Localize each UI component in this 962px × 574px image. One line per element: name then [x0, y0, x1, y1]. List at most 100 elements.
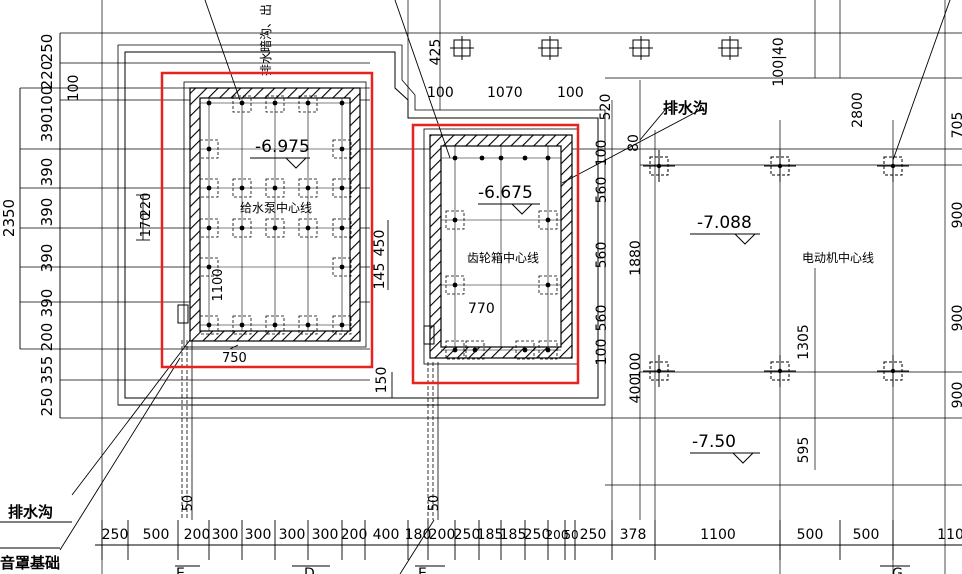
left-dim-2350: 2350: [0, 199, 18, 237]
bdim-7: 200: [341, 527, 368, 543]
bdim-15: 200: [546, 528, 569, 542]
far-right-dim-900-b: 900: [950, 305, 962, 332]
right-pit-elevation: -6.675: [478, 183, 533, 203]
bdim-21: 500: [853, 527, 880, 543]
top-dim-texts: 425 100 100 1070 100 100|40 80 2800: [66, 37, 866, 152]
axis-letter-e-left: E: [176, 566, 185, 574]
left-bottom-labels: 排水沟 音罩基础 50 50: [0, 495, 442, 572]
left-dim-145: 145: [372, 263, 388, 290]
top-dim-425: 425: [428, 39, 444, 66]
highlight-left-pit: [160, 71, 374, 369]
top-dim-100-b: 100: [557, 85, 584, 101]
top-dim-1070: 1070: [487, 85, 523, 101]
right-dim-1305: 1305: [796, 324, 812, 360]
left-dimension-chain: [19, 33, 393, 418]
bdim-6: 300: [312, 527, 339, 543]
left-pit-small-rect: [177, 304, 189, 324]
right-pit-texts: -6.675 齿轮箱中心线 770 排水沟: [467, 99, 708, 317]
top-dim-100-left: 100: [66, 75, 82, 102]
bdim-18: 378: [620, 527, 647, 543]
left-dim-250-top: 250: [38, 34, 56, 63]
bdim-16: 50: [563, 528, 578, 542]
bdim-19: 1100: [700, 527, 736, 543]
right-pit-dashed-boxes: [445, 210, 558, 360]
motor-anchor-dots: [656, 163, 896, 374]
axis-letter-g: G: [892, 566, 903, 574]
top-dim-2800: 2800: [850, 92, 866, 128]
bdim-10: 200: [429, 527, 456, 543]
right-dim-595: 595: [796, 437, 812, 464]
right-pit-anchor-dots: [452, 155, 551, 353]
rp-dim-560-c: 560: [594, 305, 610, 332]
bottom-dimension-line: [95, 520, 962, 560]
right-pit-small-rect: [423, 325, 435, 345]
rp-dim-100-right: 100: [628, 353, 644, 380]
cut-top-label: 排水暗沟、出: [258, 4, 273, 76]
bdim-12: 185: [477, 527, 504, 543]
far-right-dim-705: 705: [950, 112, 962, 139]
bdim-0: 250: [102, 527, 129, 543]
bdim-22: 1100: [937, 527, 962, 543]
bdim-13: 185: [500, 527, 527, 543]
left-pit-dim-1100: 1100: [211, 268, 226, 301]
left-dim-390-b: 390: [38, 158, 56, 187]
left-pit-dim-750: 750: [222, 351, 247, 366]
motor-centerline-label: 电动机中心线: [802, 250, 874, 265]
bdim-11: 250: [454, 527, 481, 543]
bottom-dim-50-right: 50: [427, 495, 442, 512]
bdim-9: 180: [405, 527, 432, 543]
rp-dim-400: 400: [628, 377, 644, 404]
top-dim-100-40: 100|40: [771, 37, 787, 86]
right-pit-centerline-label: 齿轮箱中心线: [467, 250, 539, 265]
floor-elevation-a: -7.088: [697, 213, 752, 233]
left-dim-150: 150: [374, 367, 390, 394]
bdim-8: 400: [373, 527, 400, 543]
left-dim-170: 170: [139, 213, 154, 238]
far-right-dim-900-a: 900: [950, 202, 962, 229]
axis-letter-texts: E D E G: [176, 566, 903, 574]
left-dim-texts: 250 220 100 390 390 390 390 390 200 355 …: [0, 34, 154, 417]
left-dim-250-bottom: 250: [38, 388, 56, 417]
bdim-1: 500: [143, 527, 170, 543]
right-pit-inner-grid: [441, 146, 561, 351]
cover-foundation-label: 音罩基础: [0, 554, 60, 572]
axis-letter-e-right: E: [418, 566, 427, 574]
left-pit-texts: -6.975 给水泵中心线 1100 750 450 145 150 排水暗沟、…: [211, 4, 390, 393]
bottom-dim-50-left: 50: [181, 495, 196, 512]
drain-ditch-label-bottom: 排水沟: [8, 503, 53, 521]
left-dim-390-c: 390: [38, 198, 56, 227]
bdim-14: 250: [524, 527, 551, 543]
left-dim-450: 450: [372, 230, 388, 257]
bdim-2: 200: [184, 527, 211, 543]
left-dim-100: 100: [38, 86, 56, 115]
rp-dim-560-a: 560: [594, 177, 610, 204]
rp-dim-520: 520: [598, 94, 614, 121]
left-pit-elevation: -6.975: [255, 137, 310, 157]
left-dim-220-inner: 220: [139, 193, 154, 218]
bdim-3: 300: [212, 527, 239, 543]
right-pit-dim-770: 770: [468, 301, 495, 317]
right-area-texts: -7.088 -7.50 电动机中心线 1305 595 705 900 900…: [692, 112, 962, 464]
left-dim-355: 355: [38, 356, 56, 385]
floor-elevation-b: -7.50: [692, 432, 736, 452]
drain-pipes: [181, 340, 439, 520]
left-dim-220: 220: [38, 61, 56, 90]
axis-letter-d: D: [304, 566, 315, 574]
left-dim-390-e: 390: [38, 289, 56, 318]
left-pit-anchor-dots: [206, 100, 345, 328]
rp-dim-100-bottom: 100: [594, 339, 610, 366]
rp-dim-1880: 1880: [628, 240, 644, 276]
left-dim-390-a: 390: [38, 114, 56, 143]
far-right-dim-900-c: 900: [950, 382, 962, 409]
bdim-17: 250: [580, 527, 607, 543]
bdim-5: 300: [279, 527, 306, 543]
top-dim-80: 80: [626, 134, 642, 152]
elevation-symbols: [250, 157, 760, 464]
bdim-4: 300: [245, 527, 272, 543]
rp-dim-100-top: 100: [594, 140, 610, 167]
top-anchor-boxes: [450, 36, 742, 60]
left-dim-390-d: 390: [38, 244, 56, 273]
bottom-dim-texts: 250 500 200 300 300 300 300 200 400 180 …: [102, 527, 962, 543]
top-dim-100-a: 100: [427, 85, 454, 101]
